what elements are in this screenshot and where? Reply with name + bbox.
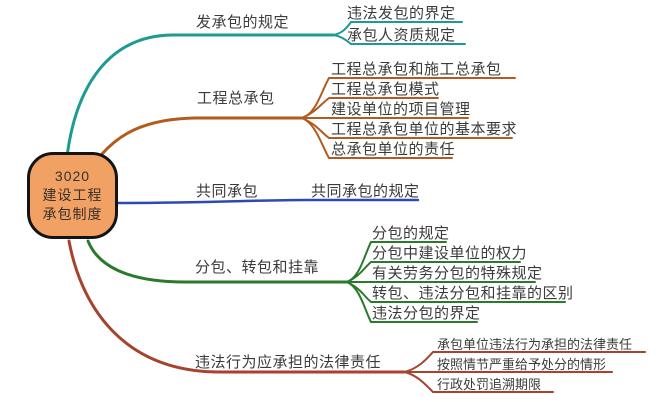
branch-1-connectors [65, 21, 466, 159]
subtopic-weifa-fenbao-jieding[interactable]: 违法分包的界定 [372, 305, 481, 322]
subtopic-fenbao-guiding[interactable]: 分包的规定 [372, 225, 450, 242]
branch-2-connectors [100, 77, 516, 159]
subtopic-jianshe-danwei-guanli[interactable]: 建设单位的项目管理 [331, 101, 471, 118]
subtopic-zongchengbao-shigong[interactable]: 工程总承包和施工总承包 [331, 61, 502, 78]
subtopic-danwei-zeren[interactable]: 总承包单位的责任 [331, 141, 456, 158]
topic-falv-zeren[interactable]: 违法行为应承担的法律责任 [195, 354, 382, 371]
subtopic-chufen-qingxing[interactable]: 按照情节严重给予处分的情形 [437, 357, 607, 372]
root-topic-line3: 承包制度 [42, 206, 103, 222]
subtopic-danwei-jiben-yaoqiu[interactable]: 工程总承包单位的基本要求 [331, 121, 518, 138]
subtopic-fenbao-quanli[interactable]: 分包中建设单位的权力 [372, 245, 528, 262]
subtopic-zhuisu-qixian[interactable]: 行政处罚追溯期限 [437, 377, 542, 392]
root-topic[interactable]: 3020 建设工程 承包制度 [27, 152, 118, 239]
topic-fenbao-zhuanbao-guakao[interactable]: 分包、转包和挂靠 [195, 259, 320, 276]
subtopic-zongchengbao-moshi[interactable]: 工程总承包模式 [331, 81, 440, 98]
topic-gongtong-chengbao[interactable]: 共同承包 [196, 183, 259, 200]
topic-gongcheng-zongchengbao[interactable]: 工程总承包 [197, 90, 275, 107]
branch-3-connectors [116, 198, 420, 205]
subtopic-chengbao-zeren[interactable]: 承包单位违法行为承担的法律责任 [437, 337, 633, 352]
root-topic-line2: 建设工程 [42, 187, 103, 203]
root-topic-line1: 3020 [54, 168, 91, 184]
subtopic-weifa-fabao-jieding[interactable]: 违法发包的界定 [347, 5, 456, 22]
branch-5-connectors [67, 239, 646, 393]
topic-fachengbao-guiding[interactable]: 发承包的规定 [196, 14, 290, 31]
branch-4-connectors [86, 239, 566, 323]
subtopic-gongtong-guiding[interactable]: 共同承包的规定 [311, 183, 420, 200]
subtopic-chengbaoren-zizhi[interactable]: 承包人资质规定 [347, 27, 456, 44]
subtopic-laowu-teshu-guiding[interactable]: 有关劳务分包的特殊规定 [372, 265, 543, 282]
subtopic-zhuanbao-qubie[interactable]: 转包、违法分包和挂靠的区别 [372, 285, 574, 302]
